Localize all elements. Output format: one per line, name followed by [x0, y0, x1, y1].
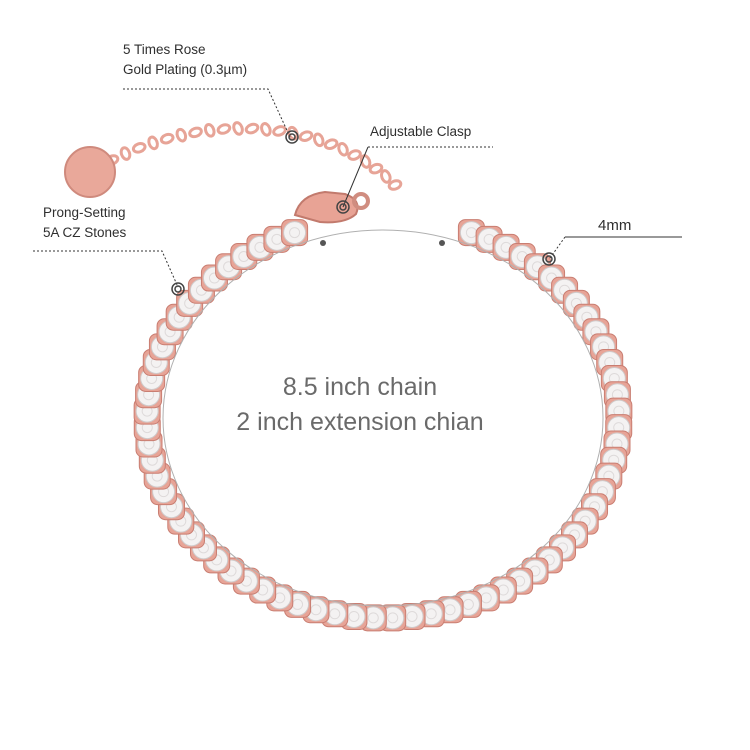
chain-link	[260, 122, 272, 137]
chain-link	[312, 132, 325, 148]
plating-line-2: Gold Plating (0.3µm)	[123, 62, 248, 77]
chain-link	[380, 169, 392, 184]
chain-link	[368, 162, 384, 175]
extension-length-text: 2 inch extension chian	[236, 408, 484, 436]
chain-link	[175, 127, 188, 143]
prong-line-2: 5A CZ Stones	[43, 225, 127, 240]
chain-link	[232, 121, 244, 136]
measure-dot-right	[439, 240, 445, 246]
chain-link	[347, 149, 362, 161]
chain-link	[131, 142, 147, 154]
prong-line-1: Prong-Setting	[43, 205, 126, 220]
cz-stone	[454, 590, 482, 618]
cz-stone	[281, 219, 309, 247]
prong-callout: Prong-Setting 5A CZ Stones	[43, 203, 126, 243]
callout-markers	[171, 130, 556, 296]
brand-tag-charm	[64, 146, 116, 198]
chain-link	[387, 179, 403, 191]
chain-link	[244, 122, 260, 135]
chain-link	[119, 146, 132, 161]
chain-link	[272, 125, 287, 137]
inner-measure-circle	[162, 229, 604, 607]
callout-lines	[33, 88, 682, 288]
measure-dot-left	[320, 240, 326, 246]
lobster-clasp	[293, 190, 370, 224]
cz-stone	[321, 600, 349, 628]
extension-chain	[104, 121, 403, 191]
chain-link	[188, 126, 203, 139]
clasp-callout: Adjustable Clasp	[370, 124, 472, 139]
chain-link	[337, 141, 349, 157]
chain-link	[147, 135, 159, 151]
chain-link	[216, 123, 232, 135]
plating-callout: 5 Times Rose Gold Plating (0.3µm)	[123, 40, 247, 80]
width-callout: 4mm	[598, 217, 632, 234]
plating-line-1: 5 Times Rose	[123, 42, 206, 57]
chain-link	[323, 138, 339, 150]
chain-link	[203, 123, 216, 138]
chain-link	[298, 130, 314, 142]
tennis-bracelet-stones	[133, 219, 633, 632]
chain-length-text: 8.5 inch chain	[282, 373, 438, 401]
chain-link	[159, 132, 175, 145]
